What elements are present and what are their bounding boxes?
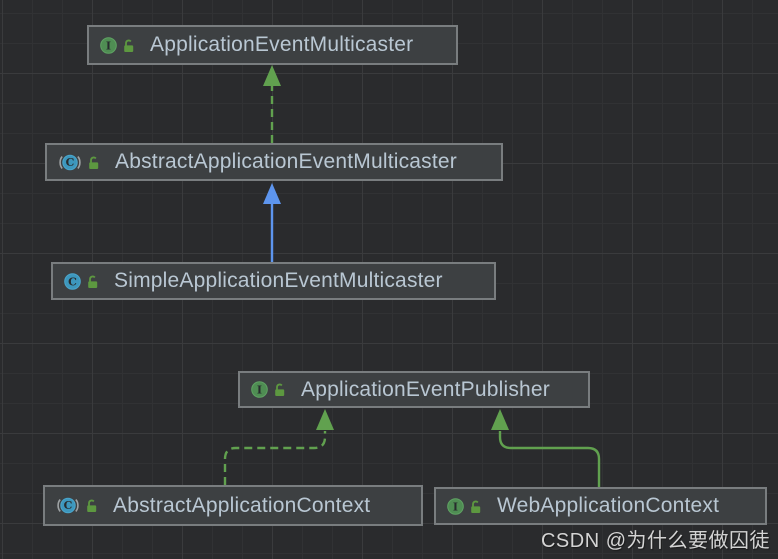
node-web-application-context[interactable]: I WebApplicationContext [434, 487, 767, 525]
svg-text:C: C [64, 499, 73, 512]
abstract-class-icon: C [56, 497, 80, 514]
unlocked-public-icon [85, 274, 99, 289]
unlocked-public-icon [84, 498, 98, 513]
csdn-watermark: CSDN @为什么要做囚徒 [540, 530, 770, 552]
class-icon: C [64, 272, 81, 290]
node-abstract-application-event-multicaster[interactable]: C AbstractApplicationEventMulticaster [45, 143, 503, 181]
edge-extends-abstract-application-event-multicaster [263, 183, 281, 262]
node-application-event-multicaster[interactable]: I ApplicationEventMulticaster [87, 25, 458, 65]
unlocked-public-icon [272, 382, 286, 397]
node-label: ApplicationEventPublisher [301, 377, 550, 401]
svg-text:C: C [66, 156, 75, 169]
unlocked-public-icon [121, 38, 135, 53]
edge-extends-application-event-publisher [491, 409, 601, 487]
node-simple-application-event-multicaster[interactable]: C SimpleApplicationEventMulticaster [51, 262, 496, 300]
node-abstract-application-context[interactable]: C AbstractApplicationContext [43, 485, 423, 526]
node-label: SimpleApplicationEventMulticaster [114, 269, 443, 292]
node-application-event-publisher[interactable]: I ApplicationEventPublisher [238, 371, 590, 408]
svg-text:I: I [453, 500, 458, 513]
svg-text:C: C [68, 275, 77, 288]
edge-implements-application-event-publisher [223, 409, 334, 485]
unlocked-public-icon [468, 499, 482, 514]
node-label: AbstractApplicationContext [113, 493, 371, 517]
edge-implements-application-event-multicaster [263, 65, 281, 143]
unlocked-public-icon [86, 155, 100, 170]
svg-text:I: I [257, 383, 262, 396]
node-label: AbstractApplicationEventMulticaster [115, 150, 457, 173]
svg-text:I: I [106, 39, 111, 52]
interface-icon: I [100, 36, 117, 54]
abstract-class-icon: C [58, 154, 82, 171]
node-label: WebApplicationContext [497, 494, 720, 517]
interface-icon: I [251, 381, 268, 398]
interface-icon: I [447, 497, 464, 515]
node-label: ApplicationEventMulticaster [150, 33, 414, 56]
